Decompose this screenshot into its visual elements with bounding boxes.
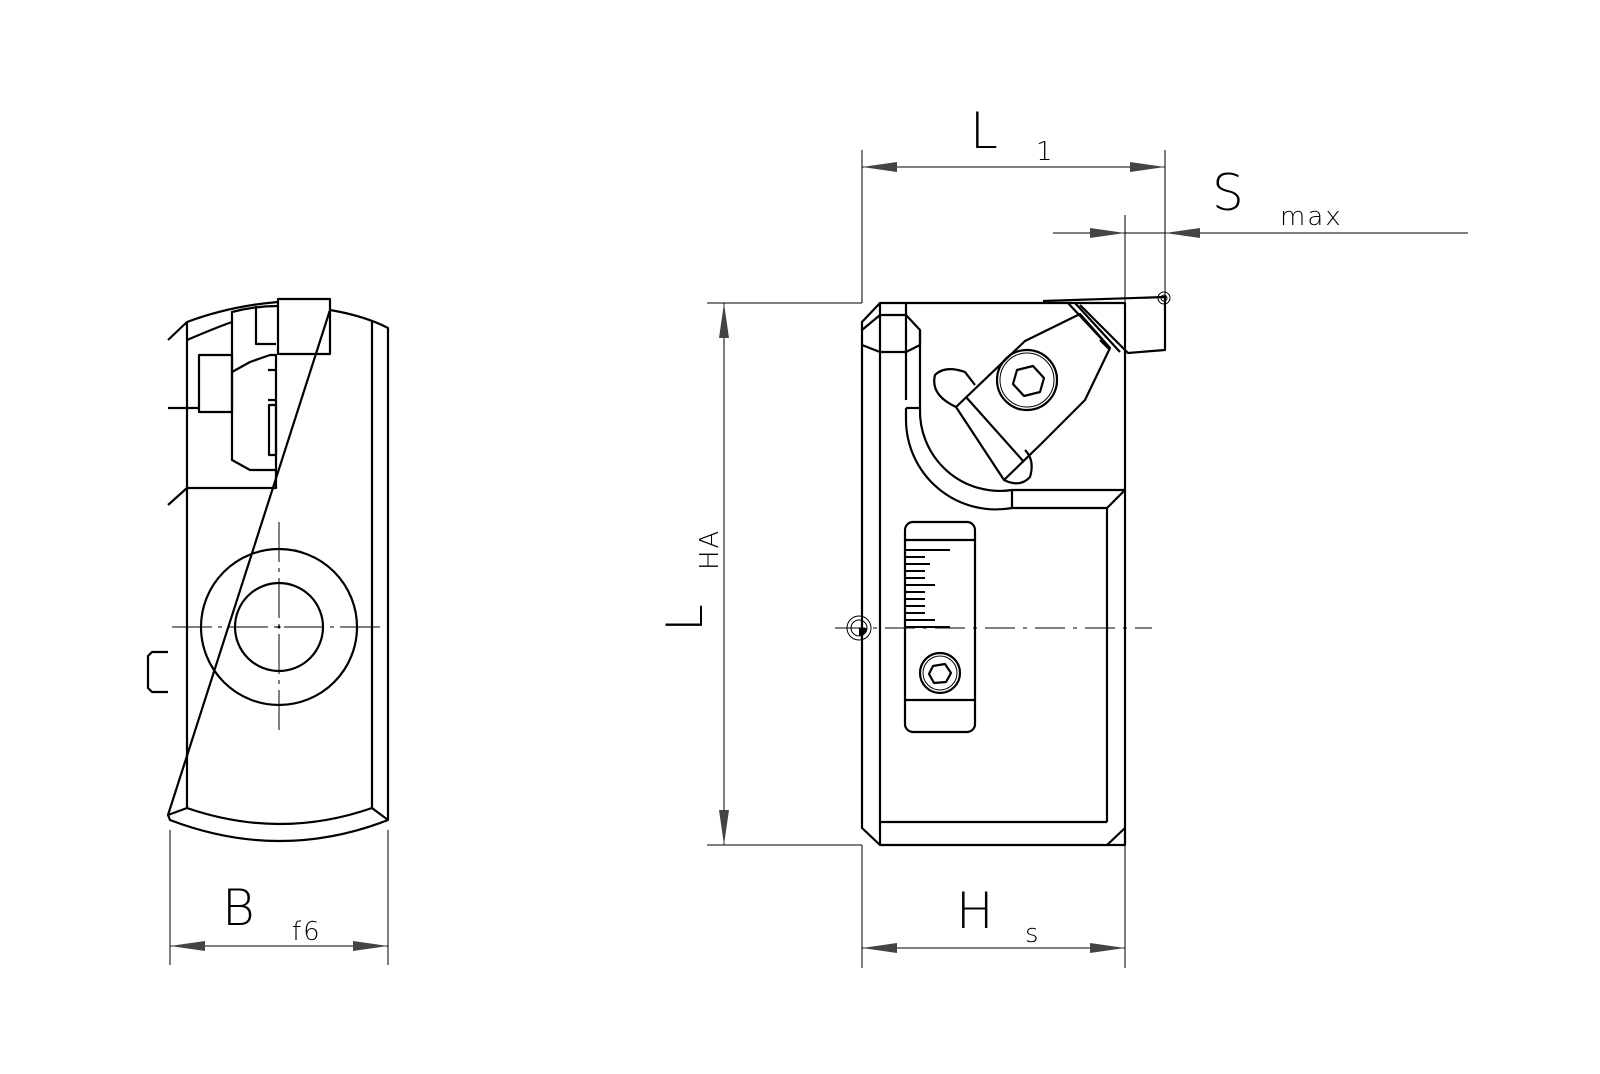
label-smax-sub: max bbox=[1280, 202, 1343, 232]
label-lha-main: L bbox=[656, 604, 714, 632]
pin bbox=[146, 650, 168, 694]
label-l1-main: L bbox=[970, 102, 998, 160]
dimension-lines bbox=[169, 150, 1468, 968]
label-hs-main: H bbox=[956, 882, 994, 940]
label-lha-sub: HA bbox=[695, 529, 725, 570]
label-hs-sub: s bbox=[1025, 919, 1041, 949]
label-l1-sub: 1 bbox=[1036, 137, 1055, 167]
scale-ticks bbox=[906, 549, 950, 628]
side-view bbox=[146, 297, 390, 843]
dimension-labels: L 1 S max L HA B f6 H s bbox=[222, 102, 1343, 949]
front-view bbox=[835, 291, 1171, 847]
label-bf6-main: B bbox=[222, 879, 255, 937]
label-smax-main: S bbox=[1212, 164, 1244, 222]
label-bf6-sub: f6 bbox=[292, 917, 322, 947]
